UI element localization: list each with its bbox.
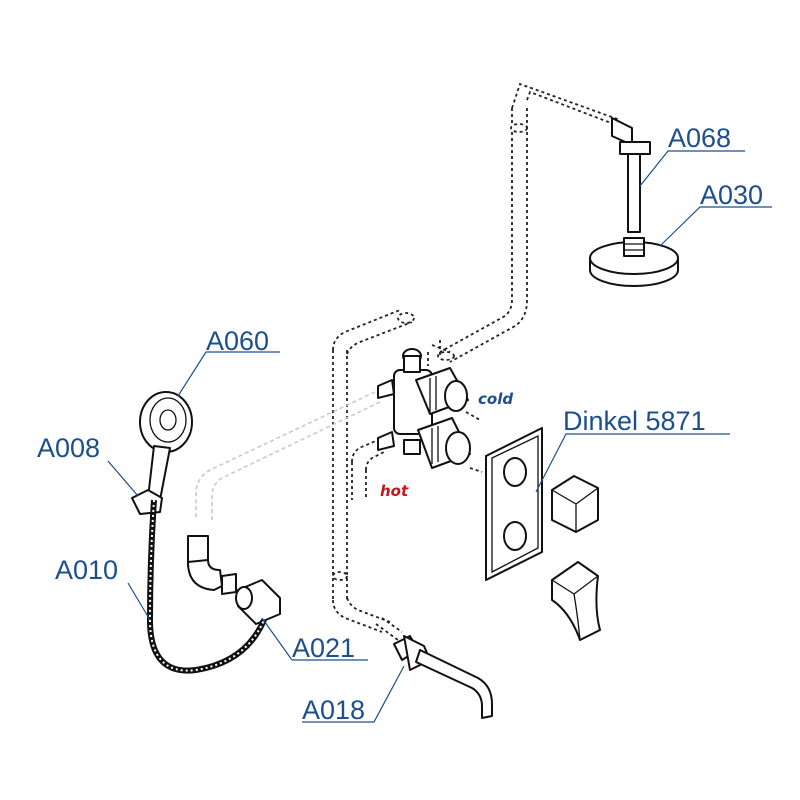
cover-plate xyxy=(485,427,543,581)
wall-supply-pipe xyxy=(332,309,415,633)
label-dinkel: Dinkel 5871 xyxy=(563,406,706,436)
note-hot: hot xyxy=(380,482,409,500)
leader-lines xyxy=(107,150,772,723)
head-shower xyxy=(589,237,679,287)
label-a030: A030 xyxy=(700,180,763,210)
hose-outlet-pipe xyxy=(195,391,381,520)
shower-arm xyxy=(611,117,651,233)
label-a068: A068 xyxy=(668,123,731,153)
label-a008: A008 xyxy=(37,433,100,463)
note-cold: cold xyxy=(478,390,513,408)
control-handles xyxy=(551,475,601,641)
shower-hose xyxy=(146,499,267,674)
bath-spout xyxy=(375,617,493,719)
label-a021: A021 xyxy=(292,633,355,663)
label-a060: A060 xyxy=(206,326,269,356)
label-a010: A010 xyxy=(55,555,118,585)
riser-pipe xyxy=(437,82,625,363)
concealed-mixer-body xyxy=(377,344,483,473)
label-a018: A018 xyxy=(302,695,365,725)
hand-shower xyxy=(139,391,193,501)
wall-elbow xyxy=(187,535,281,625)
